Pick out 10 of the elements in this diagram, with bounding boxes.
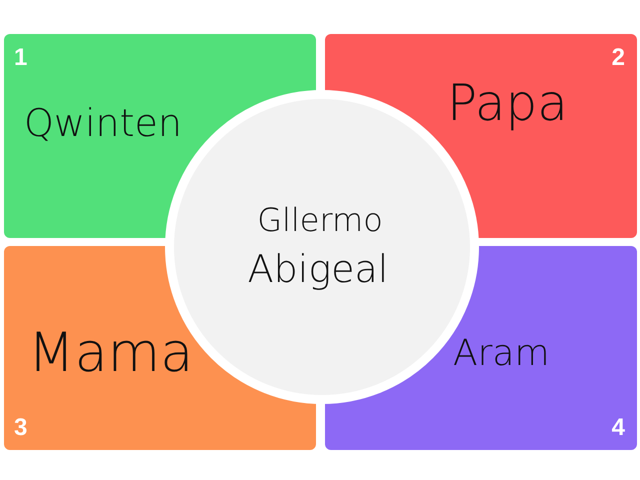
name-label: Abigeal <box>246 246 390 293</box>
name-label: Mama <box>28 326 194 380</box>
name-label: Qwinten <box>24 104 182 142</box>
name-label: Gllermo <box>256 200 384 241</box>
panel-number: 3 <box>14 416 28 440</box>
panel-number: 4 <box>612 416 625 440</box>
name-label: Papa <box>447 78 568 128</box>
name-label: Aram <box>453 336 550 372</box>
panel-number: 2 <box>612 46 625 70</box>
panel-number: 1 <box>14 46 28 70</box>
